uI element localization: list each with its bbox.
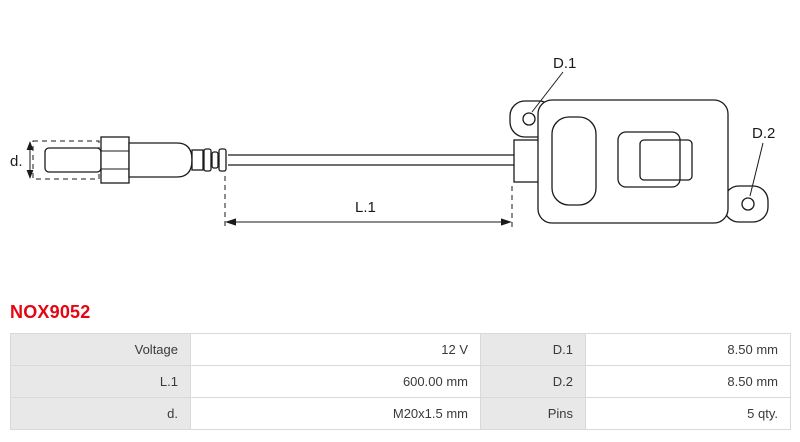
table-row: Voltage 12 V D.1 8.50 mm (10, 333, 791, 366)
spec-table: Voltage 12 V D.1 8.50 mm L.1 600.00 mm D… (10, 333, 791, 430)
probe-tip (44, 147, 102, 173)
spec-label: L.1 (10, 365, 191, 398)
box-body (537, 99, 729, 224)
dimension-d: d. (10, 141, 34, 179)
dimension-l1: L.1 (224, 176, 513, 230)
connector-inner (639, 139, 693, 181)
sensor-probe (32, 136, 227, 184)
dimension-d2: D.2 (749, 125, 775, 197)
cable-rib (218, 148, 227, 172)
spec-value: 8.50 mm (585, 365, 791, 398)
dimension-d1: D.1 (531, 55, 576, 113)
dimension-d-label: d. (10, 153, 23, 170)
spec-value: M20x1.5 mm (190, 397, 481, 430)
dimension-d1-label: D.1 (553, 55, 576, 72)
spec-value: 600.00 mm (190, 365, 481, 398)
connector-outer (617, 131, 681, 188)
dimension-d2-label: D.2 (752, 125, 775, 142)
technical-drawing: d. L.1 D.1 D.2 (10, 55, 775, 230)
spec-label: Voltage (10, 333, 191, 366)
spec-value: 5 qty. (585, 397, 791, 430)
arrowhead (501, 218, 512, 226)
sensor-diagram: d. L.1 D.1 D.2 (10, 55, 775, 230)
dimension-l1-label: L.1 (355, 199, 376, 216)
cable-rib (203, 148, 212, 172)
spec-label: D.2 (480, 365, 586, 398)
arrowhead (225, 218, 236, 226)
spec-value: 8.50 mm (585, 333, 791, 366)
probe-body (128, 142, 193, 178)
sensor-cable (228, 154, 516, 166)
table-row: L.1 600.00 mm D.2 8.50 mm (10, 365, 791, 398)
mounting-hole-top (522, 112, 536, 126)
mounting-hole-bottom (741, 197, 755, 211)
sensor-control-box (509, 99, 769, 224)
arrowhead (26, 170, 34, 179)
probe-hex-nut (100, 136, 130, 184)
box-inner-pill (551, 116, 597, 206)
arrowhead (26, 141, 34, 150)
cable-entry (513, 139, 541, 183)
probe-neck (191, 149, 204, 171)
page-title: NOX9052 (10, 302, 91, 322)
table-row: d. M20x1.5 mm Pins 5 qty. (10, 397, 791, 430)
spec-label: D.1 (480, 333, 586, 366)
spec-label: Pins (480, 397, 586, 430)
spec-label: d. (10, 397, 191, 430)
cable-rib (211, 151, 219, 169)
spec-value: 12 V (190, 333, 481, 366)
